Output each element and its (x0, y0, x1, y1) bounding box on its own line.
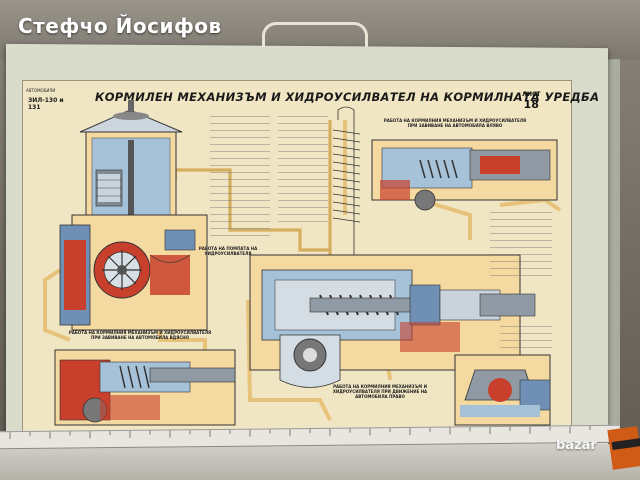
legend-text-mid (278, 112, 328, 222)
publisher-logo: АВТОМОБИЛИ ЗИЛ-130 и 131 (26, 88, 74, 118)
logo-caption: АВТОМОБИЛИ (26, 88, 56, 93)
steering-gear-left-turn-section (371, 139, 558, 211)
measuring-tape (0, 424, 620, 450)
caption-straight: РАБОТА НА КОРМИЛНИЯ МЕХАНИЗЪМ И ХИДРОУСИ… (332, 384, 428, 399)
return-spring-coil (332, 106, 361, 300)
poster-title: КОРМИЛЕН МЕХАНИЗЪМ И ХИДРОУСИЛВАТЕЛ НА К… (95, 90, 600, 104)
sheet-value: 18 (523, 98, 539, 111)
power-steering-pump (59, 214, 208, 331)
steering-gear-right-turn-section (54, 349, 236, 426)
poster-lower-fold (0, 444, 640, 480)
poster-hanger (262, 22, 368, 47)
legend-text-right (490, 208, 552, 278)
caption-pump-work: РАБОТА НА ПОМПАТА НА ХИДРОУСИЛВАТЕЛЯ (198, 246, 258, 256)
watermark-text: Стефчо Йосифов (18, 14, 222, 38)
legend-text-bottom-right (500, 322, 552, 352)
site-watermark: bazar (556, 438, 597, 453)
oil-reservoir (79, 100, 183, 223)
logo-model: ЗИЛ-130 и 131 (28, 97, 64, 111)
caption-right-turn: РАБОТА НА КОРМИЛНИЯ МЕХАНИЗЪМ И ХИДРОУСИ… (68, 330, 212, 340)
sheet-number: ЛИСТ 18 (522, 90, 541, 110)
caption-left-turn: РАБОТА НА КОРМИЛНИЯ МЕХАНИЗЪМ И ХИДРОУСИ… (383, 118, 527, 128)
sheet-label: ЛИСТ (522, 91, 541, 98)
control-valve-section (454, 354, 551, 426)
legend-text-left (210, 112, 270, 242)
steering-gear-main-section (249, 254, 536, 388)
